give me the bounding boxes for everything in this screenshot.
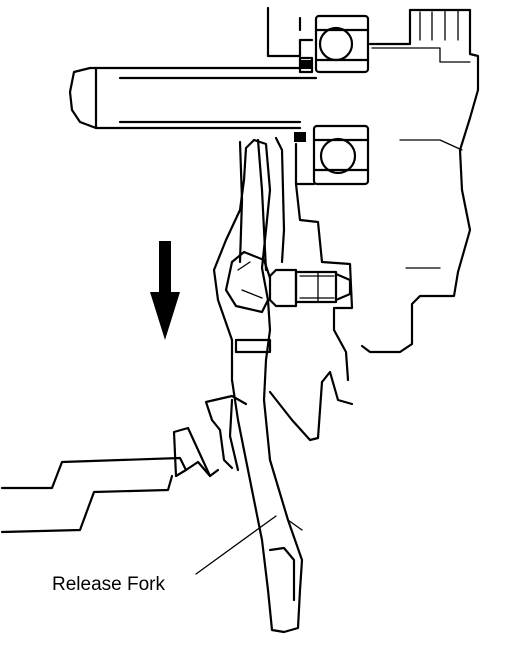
release-bearing-carrier xyxy=(238,136,354,382)
lower-bearing xyxy=(294,124,370,186)
input-shaft xyxy=(68,66,318,130)
release-fork xyxy=(212,138,304,634)
transmission-housing xyxy=(266,6,480,354)
label-leader-line xyxy=(195,515,277,575)
fork-spring xyxy=(204,370,354,472)
clutch-cable-bracket xyxy=(0,426,220,534)
upper-bearing xyxy=(298,14,370,74)
release-fork-label: Release Fork xyxy=(52,574,165,595)
pivot-bolt xyxy=(268,268,352,308)
down-arrow-icon xyxy=(150,241,180,340)
